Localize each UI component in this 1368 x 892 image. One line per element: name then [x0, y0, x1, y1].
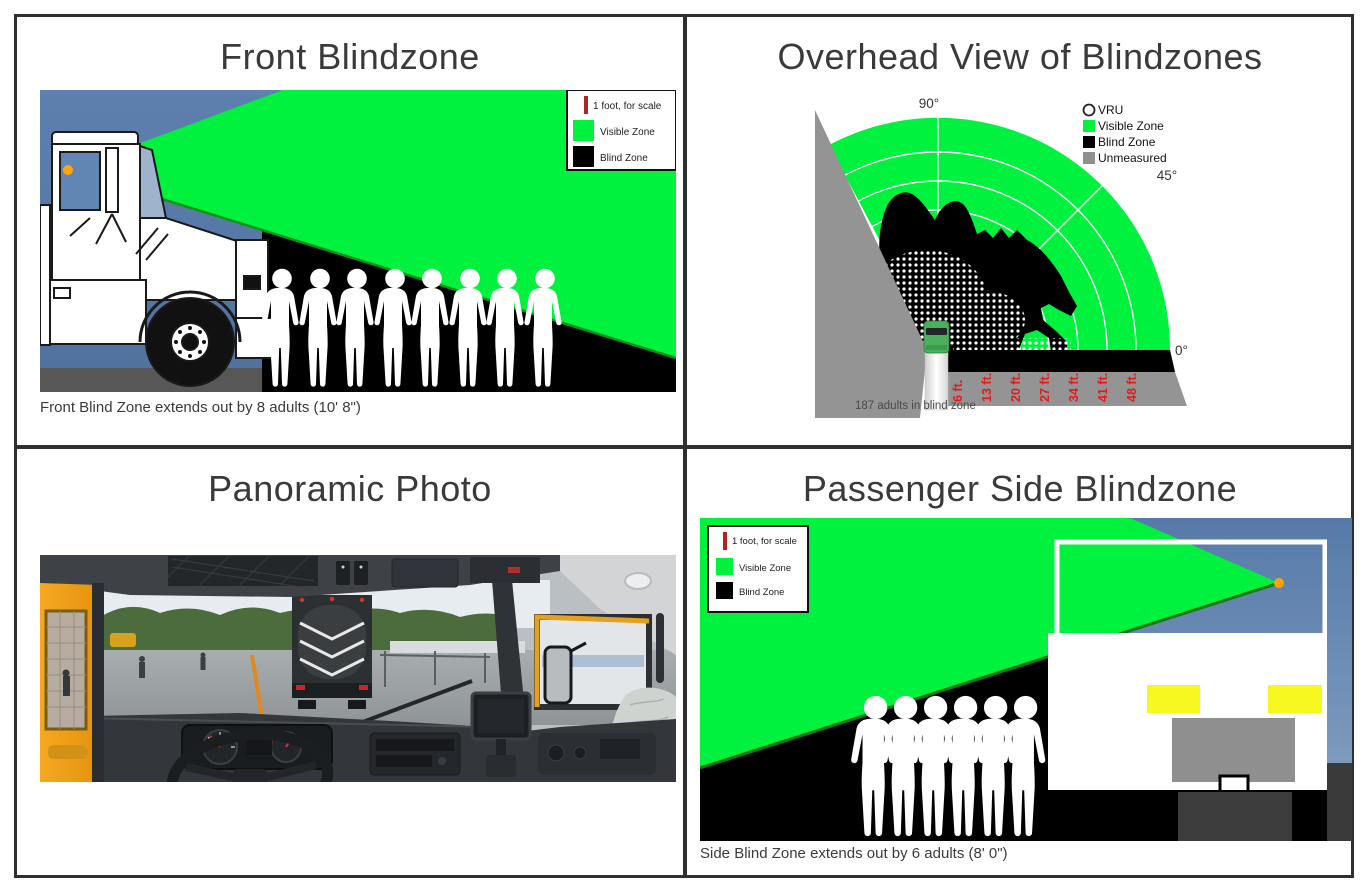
front-visible-edge — [67, 168, 676, 360]
visible-zone-swatch — [716, 558, 733, 575]
overhead-legend-unmeasured: Unmeasured — [1098, 151, 1167, 165]
photo-monitor — [470, 691, 532, 777]
side-panel-title: Passenger Side Blindzone — [802, 468, 1238, 509]
svg-text:27 ft.: 27 ft. — [1038, 373, 1052, 402]
overhead-legend: VRU Visible Zone Blind Zone Unmeasured — [1082, 103, 1167, 165]
side-blindzone-figure: 1 foot, for scale Visible Zone Blind Zon… — [700, 518, 1352, 841]
grid-divider-horizontal — [17, 445, 1351, 449]
front-eye-point — [63, 165, 73, 175]
photo-dome-light — [624, 572, 652, 590]
side-legend-scale-label: 1 foot, for scale — [732, 536, 797, 547]
side-truck-license-plate — [1218, 774, 1250, 794]
visible-zone-swatch — [573, 120, 594, 141]
side-legend-blind-label: Blind Zone — [739, 587, 784, 598]
photo-distant-vehicles — [390, 641, 525, 653]
photo-grab-handle — [656, 613, 664, 683]
side-legend-visible-label: Visible Zone — [739, 563, 791, 574]
overhead-unmeasured-left — [815, 110, 927, 418]
svg-text:41 ft.: 41 ft. — [1096, 373, 1110, 402]
front-blindzone-figure: 1 foot, for scale Visible Zone Blind Zon… — [40, 90, 676, 392]
blind-zone-swatch — [716, 582, 733, 599]
blind-zone-swatch — [573, 146, 594, 167]
front-legend-blind-label: Blind Zone — [600, 153, 648, 164]
overhead-blindzone-polar-plot: 6 ft. 13 ft. 20 ft. 27 ft. 34 ft. 41 ft.… — [815, 96, 1188, 418]
front-caption: Front Blind Zone extends out by 8 adults… — [40, 399, 361, 416]
figure-grid-border — [14, 14, 1354, 878]
front-legend-visible-label: Visible Zone — [600, 127, 655, 138]
photo-tanker-truck — [292, 595, 372, 709]
overhead-truck — [923, 320, 950, 411]
overhead-angle-0: 0° — [1175, 343, 1188, 358]
front-road — [40, 368, 262, 392]
visible-zone-swatch — [1083, 120, 1095, 132]
panoramic-photo — [40, 555, 676, 782]
photo-console-details — [167, 555, 540, 590]
photo-steering-wheel — [166, 728, 334, 782]
panoramic-panel-title: Panoramic Photo — [208, 468, 492, 509]
photo-left-door — [40, 583, 104, 782]
overhead-unmeasured-band — [938, 372, 1187, 406]
overhead-caption: 187 adults in blind zone — [855, 400, 976, 412]
side-truck-right-light — [1268, 685, 1322, 713]
svg-text:20 ft.: 20 ft. — [1009, 373, 1023, 402]
svg-text:13 ft.: 13 ft. — [980, 373, 994, 402]
front-visible-zone — [68, 90, 676, 358]
overhead-blind-band — [938, 350, 1175, 372]
vru-icon — [1082, 103, 1096, 117]
photo-dash-edge — [40, 716, 493, 728]
side-visible-zone — [700, 518, 1279, 768]
overhead-angle-45: 45° — [1157, 168, 1177, 183]
photo-right-dash — [538, 733, 656, 775]
photo-side-mirror — [543, 645, 573, 705]
side-truck-front — [1048, 518, 1352, 841]
front-legend-scale-label: 1 foot, for scale — [593, 101, 662, 112]
side-visible-edge — [700, 581, 1280, 770]
svg-text:6 ft.: 6 ft. — [951, 380, 965, 402]
front-panel-title: Front Blindzone — [220, 36, 480, 77]
side-legend: 1 foot, for scale Visible Zone Blind Zon… — [707, 525, 809, 613]
photo-fence — [379, 651, 491, 687]
front-legend: 1 foot, for scale Visible Zone Blind Zon… — [566, 90, 676, 171]
side-truck-bumper — [1178, 792, 1292, 841]
overhead-legend-visible: Visible Zone — [1098, 119, 1164, 133]
overhead-distance-labels: 6 ft. 13 ft. 20 ft. 27 ft. 34 ft. 41 ft.… — [951, 373, 1139, 402]
photo-orange-pole — [250, 654, 264, 718]
side-truck-left-light — [1147, 685, 1200, 713]
overhead-legend-blind: Blind Zone — [1098, 135, 1156, 149]
photo-center-stack — [369, 732, 461, 776]
overhead-panel-title: Overhead View of Blindzones — [777, 36, 1263, 77]
photo-yellow-machine — [110, 633, 136, 647]
blind-zone-swatch — [1083, 136, 1095, 148]
overhead-legend-vru: VRU — [1098, 103, 1123, 117]
unmeasured-swatch — [1083, 152, 1095, 164]
svg-text:34 ft.: 34 ft. — [1067, 373, 1081, 402]
side-caption: Side Blind Zone extends out by 6 adults … — [700, 845, 1008, 862]
side-eye-point — [1274, 578, 1284, 588]
overhead-angle-90: 90° — [919, 96, 939, 111]
svg-text:48 ft.: 48 ft. — [1125, 373, 1139, 402]
side-truck-grille — [1172, 718, 1295, 782]
photo-wiper — [359, 679, 473, 725]
